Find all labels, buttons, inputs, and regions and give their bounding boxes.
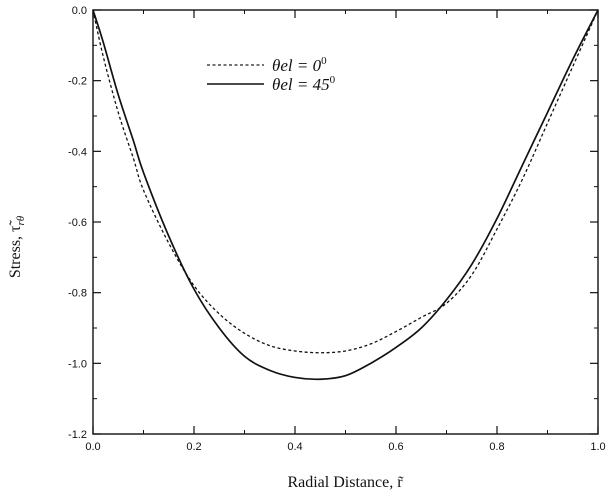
plot-area — [92, 9, 599, 435]
legend: θel = 00 θel = 450 — [207, 55, 336, 94]
legend-label-series-1: θel = 00 — [272, 55, 327, 75]
x-tick-label: 0.0 — [85, 441, 100, 453]
x-tick-label: 0.2 — [186, 441, 201, 453]
plot-frame — [92, 9, 599, 435]
y-axis: 0.0 -0.2 -0.4 -0.6 -0.8 -1.0 -1.2 — [68, 5, 598, 441]
y-tick-label: -0.8 — [68, 288, 87, 300]
y-axis-title: Stress, τ̃rθ — [7, 215, 27, 278]
x-tick-label: 0.8 — [489, 441, 504, 453]
y-tick-label: -0.2 — [68, 76, 87, 88]
y-tick-label: 0.0 — [72, 5, 87, 17]
x-tick-label: 0.6 — [388, 441, 403, 453]
y-tick-label: -1.2 — [68, 429, 87, 441]
x-tick-label: 1.0 — [590, 441, 605, 453]
y-tick-label: -0.4 — [68, 146, 87, 158]
x-axis-title: Radial Distance, r̃ — [287, 474, 404, 491]
series-line-2 — [92, 9, 599, 381]
y-tick-label: -0.6 — [68, 217, 87, 229]
series-line-1 — [92, 9, 599, 354]
series-layer — [92, 9, 599, 381]
legend-label-series-2: θel = 450 — [272, 74, 336, 94]
x-axis: 0.0 0.2 0.4 0.6 0.8 1.0 — [85, 10, 606, 453]
x-tick-label: 0.4 — [287, 441, 302, 453]
y-tick-label: -1.0 — [68, 358, 87, 370]
